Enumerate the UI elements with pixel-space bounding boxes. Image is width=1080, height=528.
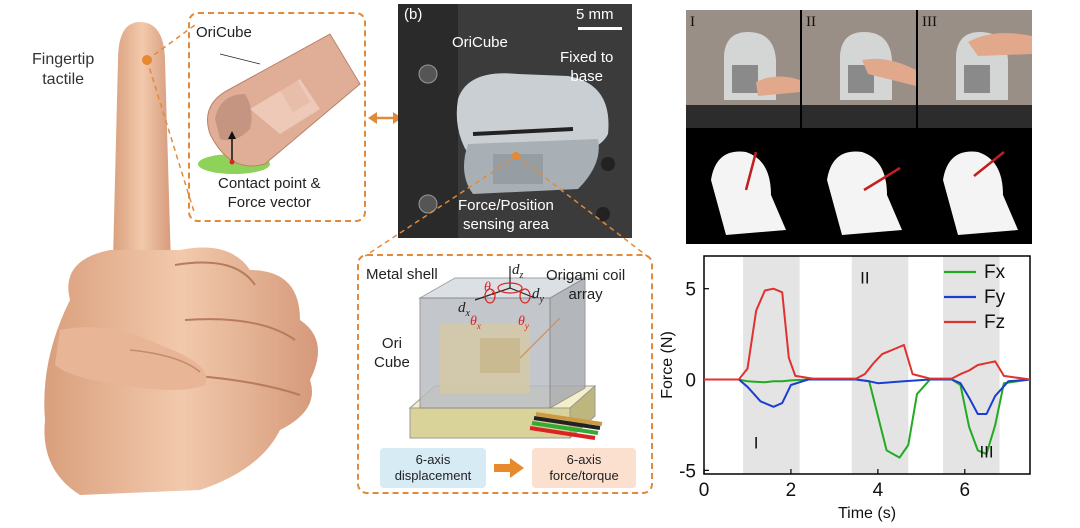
series-line-fx — [704, 378, 1031, 459]
panel-tag: (b) — [404, 6, 423, 23]
sensor-photo — [398, 4, 632, 238]
displacement-box: 6-axis displacement — [380, 448, 486, 488]
shaded-region-2 — [851, 256, 909, 474]
hand-photo — [44, 22, 319, 495]
frame-label-1: I — [690, 14, 695, 30]
legend-label-fz: Fz — [984, 312, 1005, 333]
axis-theta-x: θx — [470, 314, 481, 331]
scale-label: 5 mm — [576, 6, 614, 23]
zoom-oricube-label: OriCube — [196, 24, 252, 41]
origami-coil-label: Origami coil array — [546, 267, 626, 303]
y-tick-label-2: 5 — [685, 280, 696, 301]
frame-label-3: III — [922, 14, 937, 30]
x-tick-label-0: 0 — [699, 480, 710, 501]
axis-theta-y: θy — [518, 314, 529, 331]
fixed-base-label: Fixed to base — [560, 49, 614, 85]
axis-dz: dz — [512, 262, 524, 281]
y-axis-label: Force (N) — [659, 331, 676, 399]
shaded-region-3 — [943, 256, 1000, 474]
finger-zoom-box — [188, 12, 366, 222]
region-label-2: II — [860, 268, 869, 287]
connector-lines — [364, 155, 648, 257]
region-label-3: III — [979, 443, 993, 462]
plot-frame — [703, 255, 1031, 475]
metal-shell-label: Metal shell — [366, 266, 438, 283]
shaded-region-1 — [743, 256, 800, 474]
double-arrow-icon — [368, 112, 402, 124]
force-torque-label: 6-axis force/torque — [549, 452, 619, 483]
legend-label-fy: Fy — [984, 287, 1006, 308]
force-torque-box: 6-axis force/torque — [532, 448, 636, 488]
axis-dy: dy — [532, 286, 544, 305]
x-tick-label-2: 4 — [873, 480, 884, 501]
ori-cube-label: Ori Cube — [374, 335, 410, 371]
frame-label-2: II — [806, 14, 816, 30]
scale-bar — [578, 27, 622, 30]
x-axis-label: Time (s) — [838, 505, 896, 522]
series-line-fz — [704, 287, 1031, 381]
oricube-schematic — [408, 266, 603, 440]
frame-grid: I II III — [686, 10, 1032, 244]
thumb — [55, 327, 207, 390]
displacement-label: 6-axis displacement — [394, 452, 472, 483]
fingertip-tactile-label: Fingertip tactile — [32, 51, 95, 88]
axis-dx: dx — [458, 300, 470, 319]
x-tick-label-1: 2 — [786, 480, 797, 501]
sensing-area-label: Force/Position sensing area — [458, 197, 554, 233]
axis-theta-z: θz — [484, 280, 495, 297]
y-tick-label-1: 0 — [685, 371, 696, 392]
photo-oricube-label: OriCube — [452, 34, 508, 51]
index-finger — [112, 22, 172, 300]
legend-label-fx: Fx — [984, 262, 1006, 283]
finger-model — [198, 33, 361, 174]
contact-point-label: Contact point & Force vector — [218, 175, 321, 211]
x-tick-label-3: 6 — [960, 480, 971, 501]
schematic-box — [357, 254, 653, 494]
y-tick-label-0: -5 — [679, 461, 696, 482]
right-arrow-icon — [494, 458, 524, 478]
series-line-fy — [704, 378, 1031, 415]
region-label-1: I — [754, 434, 759, 453]
